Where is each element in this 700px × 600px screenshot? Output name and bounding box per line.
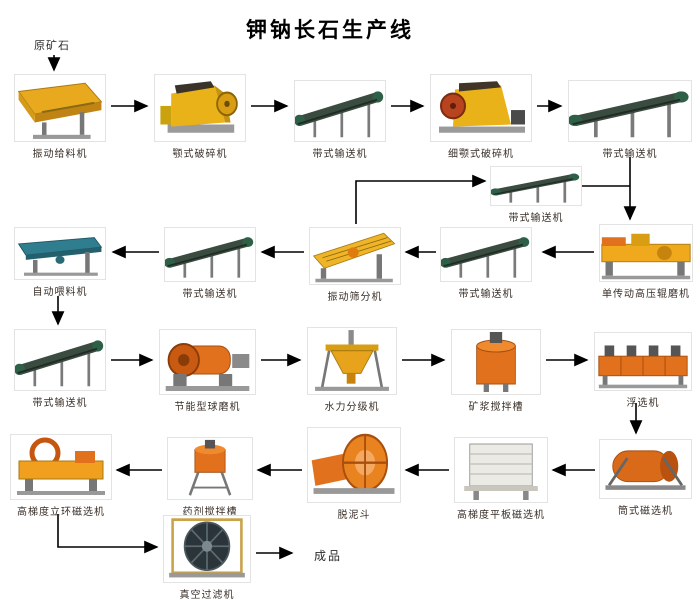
node-belt-conveyor-3: 带式输送机 bbox=[490, 166, 582, 224]
node-label-drum-magnetic-separator: 筒式磁选机 bbox=[618, 506, 673, 517]
drum-magnetic-separator-image bbox=[599, 439, 692, 499]
node-label-belt-conveyor-2: 带式输送机 bbox=[602, 149, 658, 160]
node-vacuum-filter: 真空过滤机 bbox=[163, 515, 251, 600]
node-desliming-hopper: 脱泥斗 bbox=[307, 427, 401, 521]
node-reagent-mixing-tank: 药剂搅拌槽 bbox=[167, 437, 253, 518]
ball-mill-image bbox=[159, 329, 256, 395]
node-vertical-ring-magnetic-separator: 高梯度立环磁选机 bbox=[10, 434, 112, 518]
node-high-pressure-roller-mill: 单传动高压辊磨机 bbox=[599, 224, 693, 300]
desliming-hopper-image bbox=[307, 427, 401, 503]
vertical-ring-magnetic-separator-image bbox=[10, 434, 112, 500]
node-label-vibrating-feeder: 振动给料机 bbox=[32, 149, 88, 160]
node-belt-conveyor-2: 带式输送机 bbox=[568, 80, 692, 160]
jaw-crusher-image bbox=[154, 74, 246, 142]
hydraulic-classifier-image bbox=[307, 327, 397, 395]
node-vibrating-feeder: 振动给料机 bbox=[14, 74, 106, 160]
node-label-belt-conveyor-5: 带式输送机 bbox=[182, 289, 238, 300]
belt-conveyor-image bbox=[568, 80, 692, 142]
node-flotation-machine: 浮选机 bbox=[594, 332, 692, 409]
vacuum-filter-image bbox=[163, 515, 251, 583]
node-label-belt-conveyor-3: 带式输送机 bbox=[508, 213, 564, 224]
node-hydraulic-classifier: 水力分级机 bbox=[307, 327, 397, 413]
high-pressure-roller-mill-image bbox=[599, 224, 693, 282]
node-drum-magnetic-separator: 筒式磁选机 bbox=[599, 439, 692, 517]
node-belt-conveyor-4: 带式输送机 bbox=[440, 227, 532, 300]
node-label-hydraulic-classifier: 水力分级机 bbox=[324, 402, 380, 413]
node-flat-plate-magnetic-separator: 高梯度平板磁选机 bbox=[454, 437, 548, 521]
node-ball-mill: 节能型球磨机 bbox=[159, 329, 256, 413]
slurry-mixing-tank-image bbox=[451, 329, 541, 395]
node-slurry-mixing-tank: 矿浆搅拌槽 bbox=[451, 329, 541, 413]
node-label-vacuum-filter: 真空过滤机 bbox=[179, 590, 235, 600]
belt-conveyor-image bbox=[164, 227, 256, 282]
node-automatic-feeder: 自动喂料机 bbox=[14, 227, 106, 298]
page-title: 钾钠长石生产线 bbox=[246, 18, 414, 42]
belt-conveyor-image bbox=[14, 329, 106, 391]
node-belt-conveyor-6: 带式输送机 bbox=[14, 329, 106, 409]
flat-plate-magnetic-separator-image bbox=[454, 437, 548, 503]
node-label-flat-plate-magnetic-separator: 高梯度平板磁选机 bbox=[457, 510, 545, 521]
node-belt-conveyor-5: 带式输送机 bbox=[164, 227, 256, 300]
flotation-machine-image bbox=[594, 332, 692, 391]
node-label-reagent-mixing-tank: 药剂搅拌槽 bbox=[182, 507, 238, 518]
vibrating-feeder-image bbox=[14, 74, 106, 142]
node-label-high-pressure-roller-mill: 单传动高压辊磨机 bbox=[602, 289, 690, 300]
node-label-belt-conveyor-6: 带式输送机 bbox=[32, 398, 88, 409]
node-label-desliming-hopper: 脱泥斗 bbox=[337, 510, 371, 521]
node-label-belt-conveyor-4: 带式输送机 bbox=[458, 289, 514, 300]
belt-conveyor-image bbox=[440, 227, 532, 282]
node-fine-jaw-crusher: 细颚式破碎机 bbox=[430, 74, 532, 160]
node-label-fine-jaw-crusher: 细颚式破碎机 bbox=[448, 149, 514, 160]
node-label-belt-conveyor-1: 带式输送机 bbox=[312, 149, 368, 160]
product-label: 成品 bbox=[314, 549, 343, 563]
node-belt-conveyor-1: 带式输送机 bbox=[294, 80, 386, 160]
node-jaw-crusher: 颚式破碎机 bbox=[154, 74, 246, 160]
automatic-feeder-image bbox=[14, 227, 106, 280]
node-label-vertical-ring-magnetic-separator: 高梯度立环磁选机 bbox=[17, 507, 105, 518]
reagent-mixing-tank-image bbox=[167, 437, 253, 500]
belt-conveyor-image bbox=[294, 80, 386, 142]
node-label-vibrating-screen: 振动筛分机 bbox=[327, 292, 383, 303]
node-vibrating-screen: 振动筛分机 bbox=[309, 227, 401, 303]
node-label-jaw-crusher: 颚式破碎机 bbox=[172, 149, 228, 160]
vibrating-screen-image bbox=[309, 227, 401, 285]
belt-conveyor-image bbox=[490, 166, 582, 206]
raw-ore-label: 原矿石 bbox=[34, 40, 70, 52]
node-label-flotation-machine: 浮选机 bbox=[626, 398, 660, 409]
node-label-automatic-feeder: 自动喂料机 bbox=[32, 287, 88, 298]
node-label-ball-mill: 节能型球磨机 bbox=[174, 402, 241, 413]
node-label-slurry-mixing-tank: 矿浆搅拌槽 bbox=[468, 402, 524, 413]
fine-jaw-crusher-image bbox=[430, 74, 532, 142]
